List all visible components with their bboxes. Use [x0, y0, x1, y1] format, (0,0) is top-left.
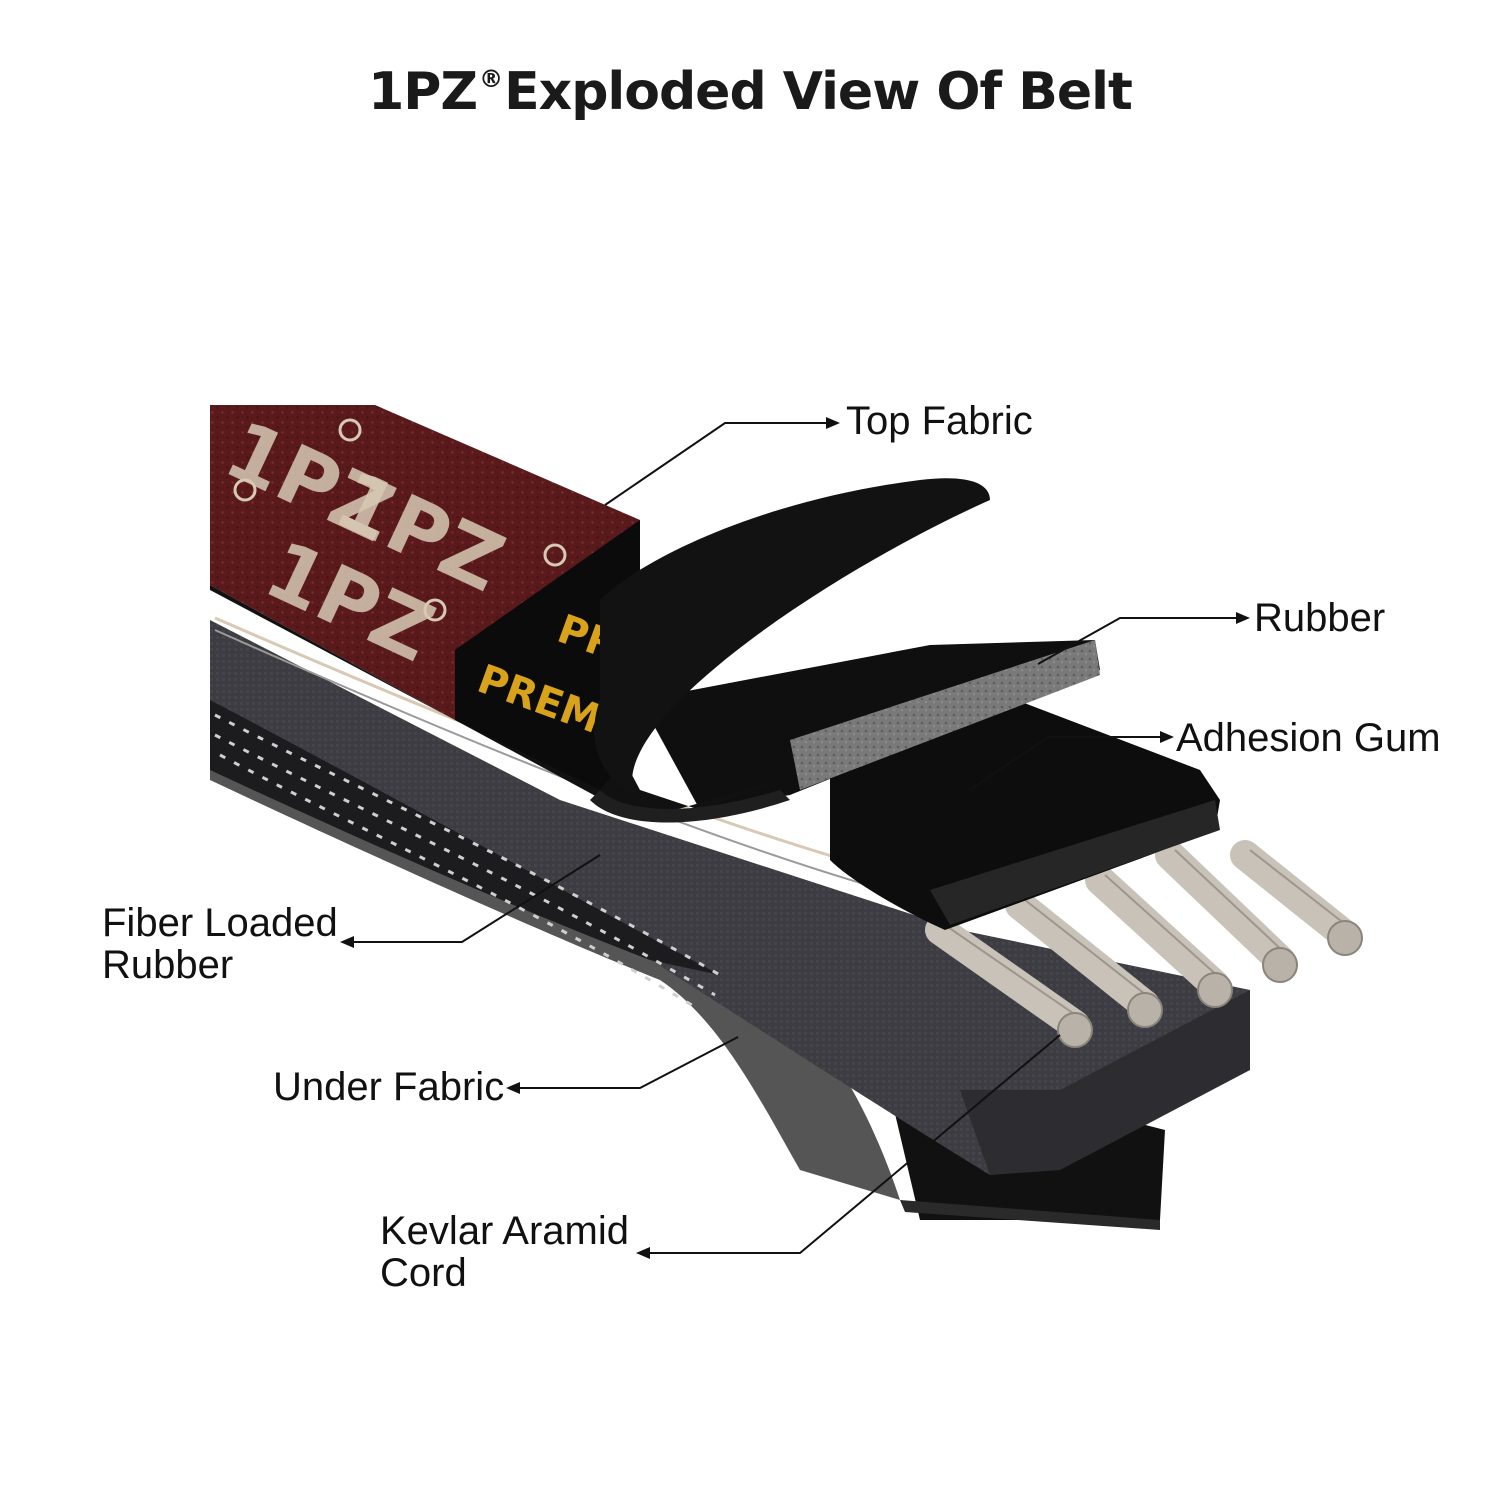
kevlar-cords [925, 840, 1363, 1048]
leader-lines [352, 422, 1238, 1254]
fiber-loaded-rubber-layer [210, 616, 1250, 1175]
title-brand: 1PZ [368, 62, 478, 122]
top-fabric-layer: 1PZ 1PZ 1PZ PREM PREM [210, 405, 990, 823]
arrowheads [340, 417, 1250, 1259]
page-title: 1PZ®Exploded View Of Belt [0, 62, 1500, 122]
label-rubber: Rubber [1254, 596, 1386, 640]
label-top-fabric: Top Fabric [846, 399, 1033, 443]
label-kevlar-line2: Cord [380, 1251, 467, 1295]
label-fiber-loaded-line2: Rubber [102, 943, 234, 987]
label-fiber-loaded-line1: Fiber Loaded [102, 901, 338, 945]
label-fiber-loaded-rubber: Fiber Loaded Rubber [102, 902, 338, 986]
label-kevlar-aramid-cord: Kevlar Aramid Cord [380, 1210, 629, 1294]
print-registered-marks [233, 418, 567, 622]
label-adhesion-gum: Adhesion Gum [1176, 716, 1441, 760]
adhesion-gum-layer [830, 690, 1220, 930]
rubber-layer [640, 640, 1100, 810]
registered-mark: ® [479, 65, 503, 93]
title-text: Exploded View Of Belt [504, 62, 1133, 122]
label-under-fabric: Under Fabric [273, 1065, 505, 1109]
label-kevlar-line1: Kevlar Aramid [380, 1209, 629, 1253]
